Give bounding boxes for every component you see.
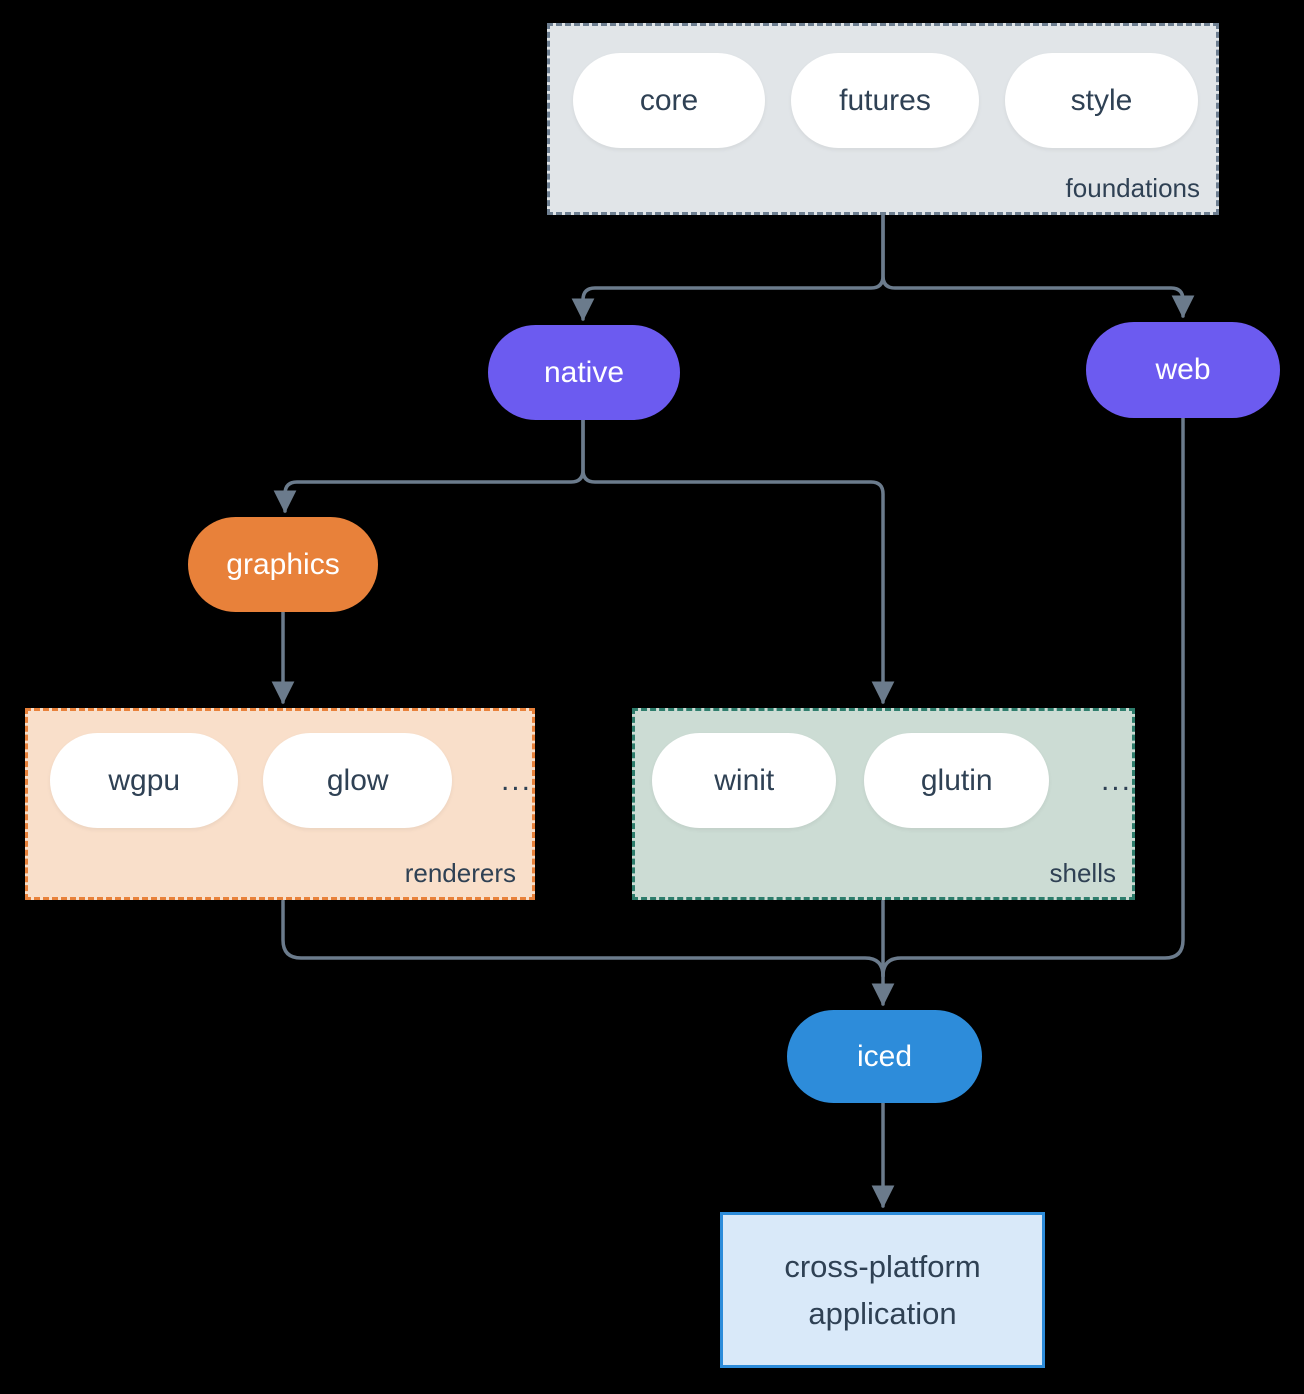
renderers-pill-row: wgpu glow ...: [50, 733, 532, 828]
foundations-label: foundations: [1065, 173, 1200, 203]
node-web: web: [1086, 322, 1280, 418]
shells-pill-row: winit glutin ...: [652, 733, 1132, 828]
connector-foundations-to-native: [571, 213, 885, 322]
node-native: native: [488, 325, 680, 420]
node-style: style: [1005, 53, 1198, 148]
node-futures: futures: [791, 53, 979, 148]
group-renderers: wgpu glow ... renderers: [25, 708, 535, 900]
connector-native-to-graphics: [273, 418, 585, 514]
node-winit: winit: [652, 733, 837, 828]
connector-native-to-shells: [581, 418, 895, 705]
node-iced: iced: [787, 1010, 982, 1103]
node-core: core: [573, 53, 765, 148]
node-cross-platform-application: cross-platform application: [720, 1212, 1045, 1368]
shells-label: shells: [1049, 858, 1116, 888]
node-glow: glow: [263, 733, 452, 828]
group-foundations: core futures style foundations: [547, 23, 1219, 215]
group-shells: winit glutin ... shells: [632, 708, 1135, 900]
renderers-ellipsis: ...: [500, 763, 532, 797]
node-wgpu: wgpu: [50, 733, 239, 828]
shells-ellipsis: ...: [1100, 763, 1132, 797]
foundations-pill-row: core futures style: [573, 53, 1216, 148]
connector-foundations-to-web: [881, 213, 1195, 319]
node-graphics: graphics: [188, 517, 378, 612]
connector-renderers-to-merge: [281, 899, 885, 978]
node-glutin: glutin: [864, 733, 1049, 828]
renderers-label: renderers: [404, 858, 516, 888]
